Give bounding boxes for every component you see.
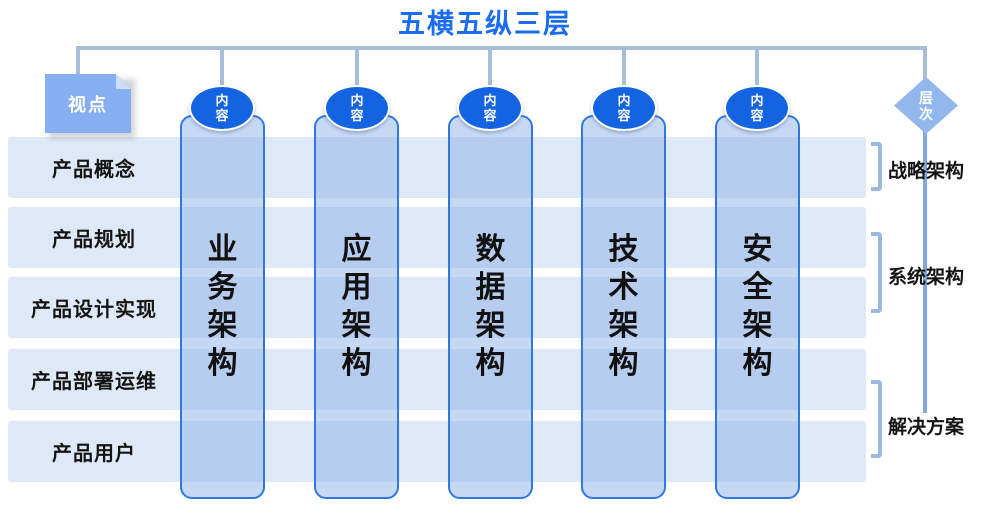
- content-bubble-label: 内容: [215, 93, 229, 123]
- column-label: 安全架构: [742, 233, 773, 380]
- content-bubble-label: 内容: [750, 93, 764, 123]
- bracket-strategic: [871, 142, 882, 191]
- column-data-architecture: 数据架构: [448, 115, 533, 499]
- content-bubble: 内容: [724, 85, 790, 131]
- row-label: 产品用户: [52, 443, 136, 465]
- column-label: 业务架构: [207, 233, 238, 380]
- diagram-title: 五横五纵三层: [398, 9, 572, 39]
- column-label: 数据架构: [475, 233, 506, 380]
- viewpoint-label: 视点: [68, 94, 108, 115]
- row-label: 产品部署运维: [31, 371, 157, 393]
- level-group-label-system: 系统架构: [888, 267, 965, 288]
- content-bubble: 内容: [591, 85, 657, 131]
- hierarchy-label: 层次: [919, 89, 933, 122]
- column-business-architecture: 业务架构: [180, 115, 265, 499]
- hierarchy-vertical-line: [923, 128, 927, 413]
- content-bubble: 内容: [457, 85, 523, 131]
- content-bubble-label: 内容: [483, 93, 497, 123]
- connector-horizontal-line: [76, 46, 927, 50]
- content-bubble-label: 内容: [350, 93, 364, 123]
- content-bubble-label: 内容: [617, 93, 631, 123]
- column-label: 技术架构: [608, 233, 639, 380]
- row-label: 产品概念: [52, 159, 136, 181]
- viewpoint-box: 视点: [45, 74, 131, 133]
- column-technology-architecture: 技术架构: [581, 115, 666, 499]
- content-bubble: 内容: [189, 85, 255, 131]
- bracket-solution: [871, 380, 882, 458]
- row-label: 产品规划: [52, 229, 136, 251]
- connector-drop-column-3: [488, 46, 492, 92]
- connector-drop-column-4: [622, 46, 626, 92]
- connector-drop-column-2: [355, 46, 359, 92]
- connector-drop-viewpoint: [76, 46, 80, 76]
- connector-drop-column-5: [755, 46, 759, 92]
- connector-drop-hierarchy: [923, 46, 927, 80]
- content-bubble: 内容: [324, 85, 390, 131]
- row-label: 产品设计实现: [31, 299, 157, 321]
- column-label: 应用架构: [341, 233, 372, 380]
- bracket-system: [871, 232, 882, 313]
- level-group-label-strategic: 战略架构: [888, 161, 965, 182]
- level-group-label-solution: 解决方案: [888, 417, 965, 438]
- column-application-architecture: 应用架构: [314, 115, 399, 499]
- connector-drop-column-1: [220, 46, 224, 92]
- hierarchy-diamond: 层次: [894, 77, 958, 134]
- column-security-architecture: 安全架构: [715, 115, 800, 499]
